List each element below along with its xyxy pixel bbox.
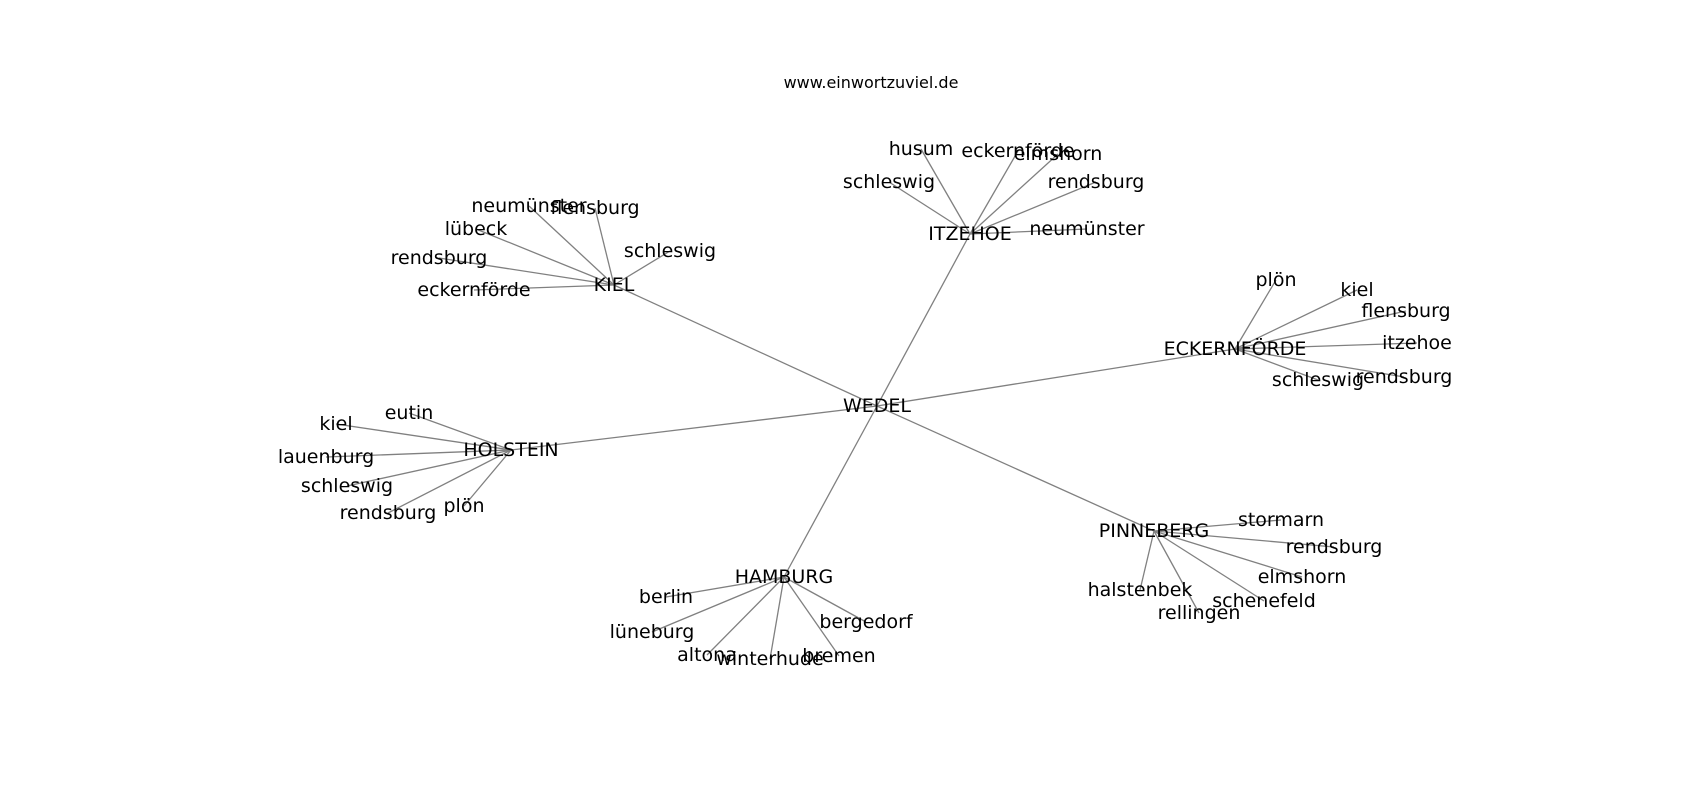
edge-kiel-leaf [613, 250, 671, 286]
edge-kiel-leaf [594, 207, 615, 286]
edge-holstein-leaf [325, 449, 512, 458]
edge-wedel-itzehoe [876, 233, 971, 407]
edge-itzehoe-leaf [888, 181, 971, 235]
node-labels: WEDEL neumünsterflensburglübeckschleswig… [278, 138, 1453, 670]
leaf-node-label: kiel [1340, 279, 1373, 301]
leaf-node-label: rellingen [1158, 602, 1241, 624]
edge-hamburg-leaf [769, 576, 785, 660]
edge-pinneberg-leaf [1153, 530, 1335, 548]
leaf-node-label: schleswig [624, 240, 716, 262]
edge-kiel-leaf [438, 257, 615, 286]
leaf-node-label: rendsburg [1286, 536, 1383, 558]
leaf-node-label: elmshorn [1258, 566, 1347, 588]
edge-wedel-holstein [510, 405, 878, 451]
edge-eckernf-rde-leaf [1234, 342, 1418, 350]
hub-node-kiel: KIEL [594, 274, 635, 296]
leaf-node-label: kiel [319, 413, 352, 435]
leaf-node-label: plön [443, 495, 484, 517]
leaf-node-label: schleswig [301, 475, 393, 497]
leaf-node-label: stormarn [1238, 509, 1324, 531]
edge-wedel-eckernf-rde [876, 348, 1236, 407]
edge-eckernf-rde-leaf [1234, 289, 1358, 350]
leaf-node-label: bergedorf [819, 611, 913, 633]
edge-holstein-leaf [387, 449, 512, 514]
leaf-node-label: flensburg [550, 197, 639, 219]
edge-hamburg-leaf [706, 576, 785, 656]
leaf-node-label: schleswig [843, 171, 935, 193]
edge-itzehoe-leaf [969, 153, 1059, 235]
edge-eckernf-rde-leaf [1234, 348, 1319, 381]
center-node-wedel: WEDEL [843, 395, 911, 417]
leaf-node-label: flensburg [1361, 300, 1450, 322]
edge-wedel-pinneberg [876, 405, 1155, 532]
leaf-node-label: eckernförde [961, 140, 1074, 162]
edge-pinneberg-leaf [1153, 530, 1200, 614]
leaf-node-label: rendsburg [1048, 171, 1145, 193]
edge-kiel-leaf [475, 228, 615, 286]
edge-hamburg-leaf [665, 576, 785, 598]
leaf-node-label: schenefeld [1212, 590, 1316, 612]
leaf-node-label: berlin [639, 586, 693, 608]
edge-pinneberg-leaf [1153, 519, 1282, 532]
edge-eckernf-rde-leaf [1234, 348, 1405, 378]
hub-node-pinneberg: PINNEBERG [1099, 520, 1209, 542]
leaf-node-label: rendsburg [340, 502, 437, 524]
hub-node-holstein: HOLSTEIN [463, 439, 558, 461]
leaf-node-label: lübeck [445, 218, 508, 240]
edges [325, 148, 1418, 660]
edge-hamburg-leaf [783, 576, 867, 623]
leaf-node-label: eckernförde [417, 279, 530, 301]
leaf-node-label: itzehoe [1382, 332, 1452, 354]
leaf-node-label: rendsburg [1356, 366, 1453, 388]
edge-hamburg-leaf [651, 576, 785, 633]
leaf-node-label: eutin [385, 402, 434, 424]
edge-itzehoe-leaf [969, 228, 1088, 235]
edge-holstein-leaf [408, 412, 512, 451]
edge-holstein-leaf [335, 423, 512, 451]
leaf-node-label: halstenbek [1088, 579, 1193, 601]
leaf-node-label: altona [677, 644, 737, 666]
hub-node-eckernf-rde: ECKERNFÖRDE [1164, 337, 1307, 360]
hub-node-itzehoe: ITZEHOE [928, 223, 1011, 245]
leaf-node-label: rendsburg [391, 247, 488, 269]
edge-holstein-leaf [463, 449, 512, 507]
leaf-node-label: lüneburg [610, 621, 695, 643]
edge-itzehoe-leaf [969, 150, 1019, 235]
leaf-node-label: elmshorn [1014, 143, 1103, 165]
leaf-node-label: husum [889, 138, 954, 160]
edge-holstein-leaf [346, 449, 512, 487]
leaf-node-label: neumünster [471, 195, 586, 217]
site-title: www.einwortzuviel.de [784, 73, 959, 92]
edge-pinneberg-leaf [1139, 530, 1155, 591]
edge-kiel-leaf [473, 284, 615, 291]
edge-eckernf-rde-leaf [1234, 310, 1407, 350]
edge-pinneberg-leaf [1153, 530, 1265, 602]
edge-itzehoe-leaf [969, 181, 1097, 235]
leaf-node-label: schleswig [1272, 369, 1364, 391]
edge-hamburg-leaf [783, 576, 840, 657]
hub-node-hamburg: HAMBURG [735, 566, 834, 588]
edge-eckernf-rde-leaf [1234, 279, 1277, 350]
edge-wedel-hamburg [783, 405, 878, 578]
leaf-node-label: plön [1255, 269, 1296, 291]
edge-kiel-leaf [528, 205, 615, 286]
leaf-node-label: winterhude [716, 648, 823, 670]
edge-itzehoe-leaf [920, 148, 971, 235]
edge-wedel-kiel [613, 284, 878, 407]
leaf-node-label: lauenburg [278, 446, 374, 468]
leaf-node-label: bremen [802, 645, 875, 667]
leaf-node-label: neumünster [1029, 218, 1144, 240]
edge-pinneberg-leaf [1153, 530, 1303, 578]
